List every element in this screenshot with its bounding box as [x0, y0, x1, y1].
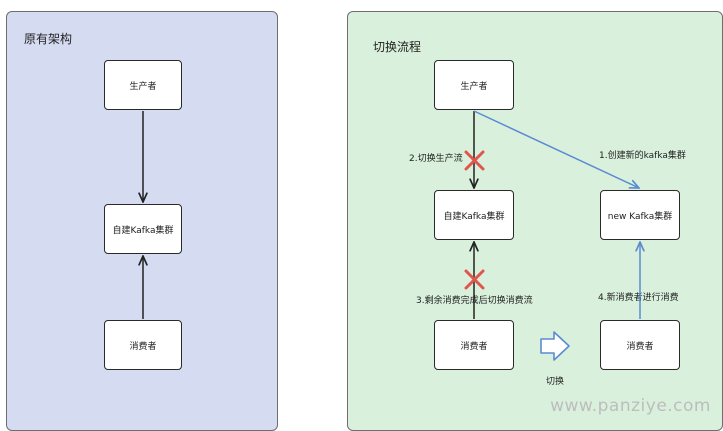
- right-panel-title: 切换流程: [373, 40, 422, 54]
- switch-arrow-icon: [540, 331, 570, 361]
- step1-label: 1.创建新的kafka集群: [599, 151, 686, 161]
- switch-label: 切换: [546, 377, 565, 387]
- producer-to-new-cluster-arrow: [473, 110, 639, 188]
- cross-mark-consume: [464, 269, 485, 290]
- step4-label: 4.新消费者进行消费: [598, 293, 679, 303]
- left-panel-title: 原有架构: [24, 32, 73, 46]
- right-new-cluster-node: new Kafka集群: [600, 190, 680, 240]
- watermark: www.panziye.com: [550, 396, 711, 416]
- left-producer-node: 生产者: [104, 60, 182, 110]
- left-kafka-cluster-node: 自建Kafka集群: [104, 204, 182, 254]
- right-old-consumer-node: 消费者: [434, 320, 514, 370]
- step2-label: 2.切换生产流: [409, 154, 463, 164]
- right-new-consumer-node: 消费者: [600, 320, 680, 370]
- right-old-cluster-node: 自建Kafka集群: [434, 190, 514, 240]
- cross-mark-produce: [464, 150, 485, 171]
- left-consumer-node: 消费者: [104, 320, 182, 370]
- right-producer-node: 生产者: [434, 60, 514, 110]
